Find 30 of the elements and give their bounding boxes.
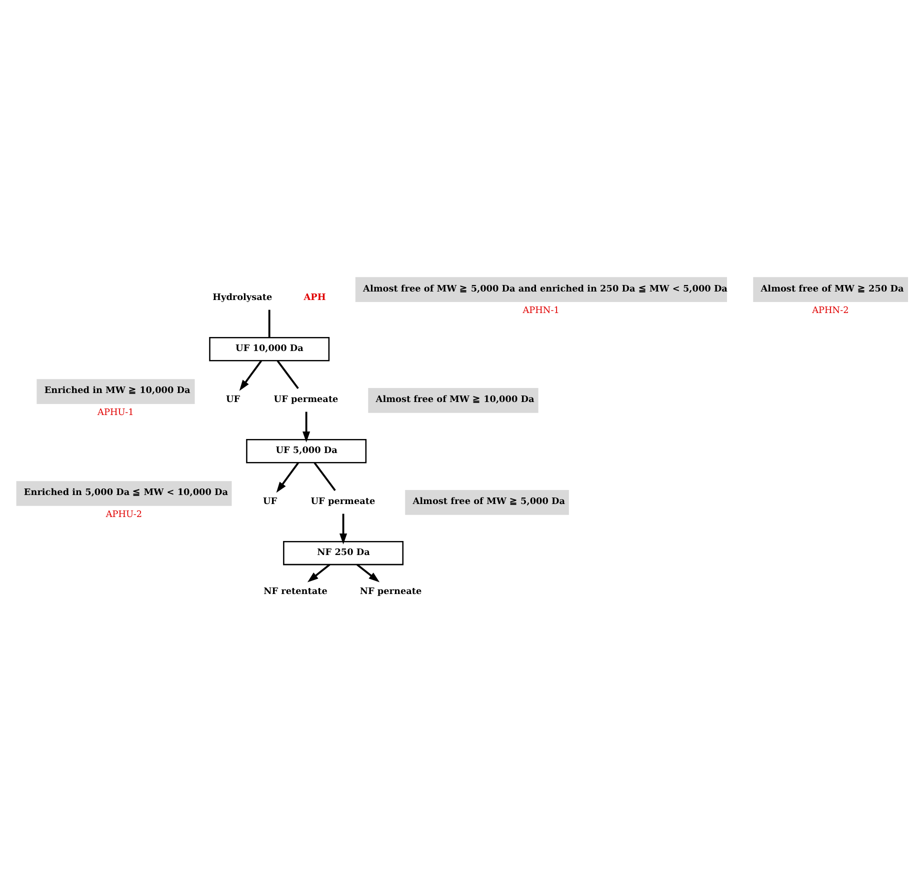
node-text: UF: [262, 497, 278, 508]
connector: [314, 462, 336, 492]
node-label: APHU-2: [106, 510, 142, 520]
node-box: Enriched in MW ≧ 10,000 Da: [36, 379, 195, 404]
arrow: [339, 514, 348, 544]
node-text: Hydrolysate: [212, 293, 272, 304]
node-box: UF 10,000 Da: [209, 337, 330, 362]
arrow: [302, 412, 310, 442]
node-box: Enriched in 5,000 Da ≦ MW < 10,000 Da: [16, 481, 232, 506]
node-text: NF perneate: [360, 587, 422, 598]
node-box: Almost free of MW ≧ 5,000 Da: [405, 490, 569, 515]
node-label: APH: [304, 293, 326, 304]
node-box: Almost free of MW ≧ 250 Da: [753, 277, 908, 302]
arrow: [356, 564, 380, 582]
node-text: UF: [226, 395, 240, 406]
arrow: [239, 360, 262, 391]
arrow: [276, 462, 300, 493]
arrow: [307, 564, 330, 582]
node-label: APHN-1: [522, 306, 560, 316]
node-box: NF 250 Da: [283, 540, 404, 566]
node-label: APHU-1: [98, 408, 134, 418]
node-box: Almost free of MW ≧ 10,000 Da: [368, 388, 538, 413]
node-text: NF retentate: [264, 587, 328, 598]
connector: [268, 310, 270, 338]
node-box: UF 5,000 Da: [246, 439, 367, 464]
node-box: Almost free of MW ≧ 5,000 Da and enriched in 250 Da ≦ MW < 5,000 Da: [355, 277, 727, 302]
node-text: UF permeate: [274, 395, 338, 406]
node-text: UF permeate: [310, 497, 376, 508]
node-label: APHN-2: [812, 306, 849, 316]
connector: [276, 360, 299, 390]
